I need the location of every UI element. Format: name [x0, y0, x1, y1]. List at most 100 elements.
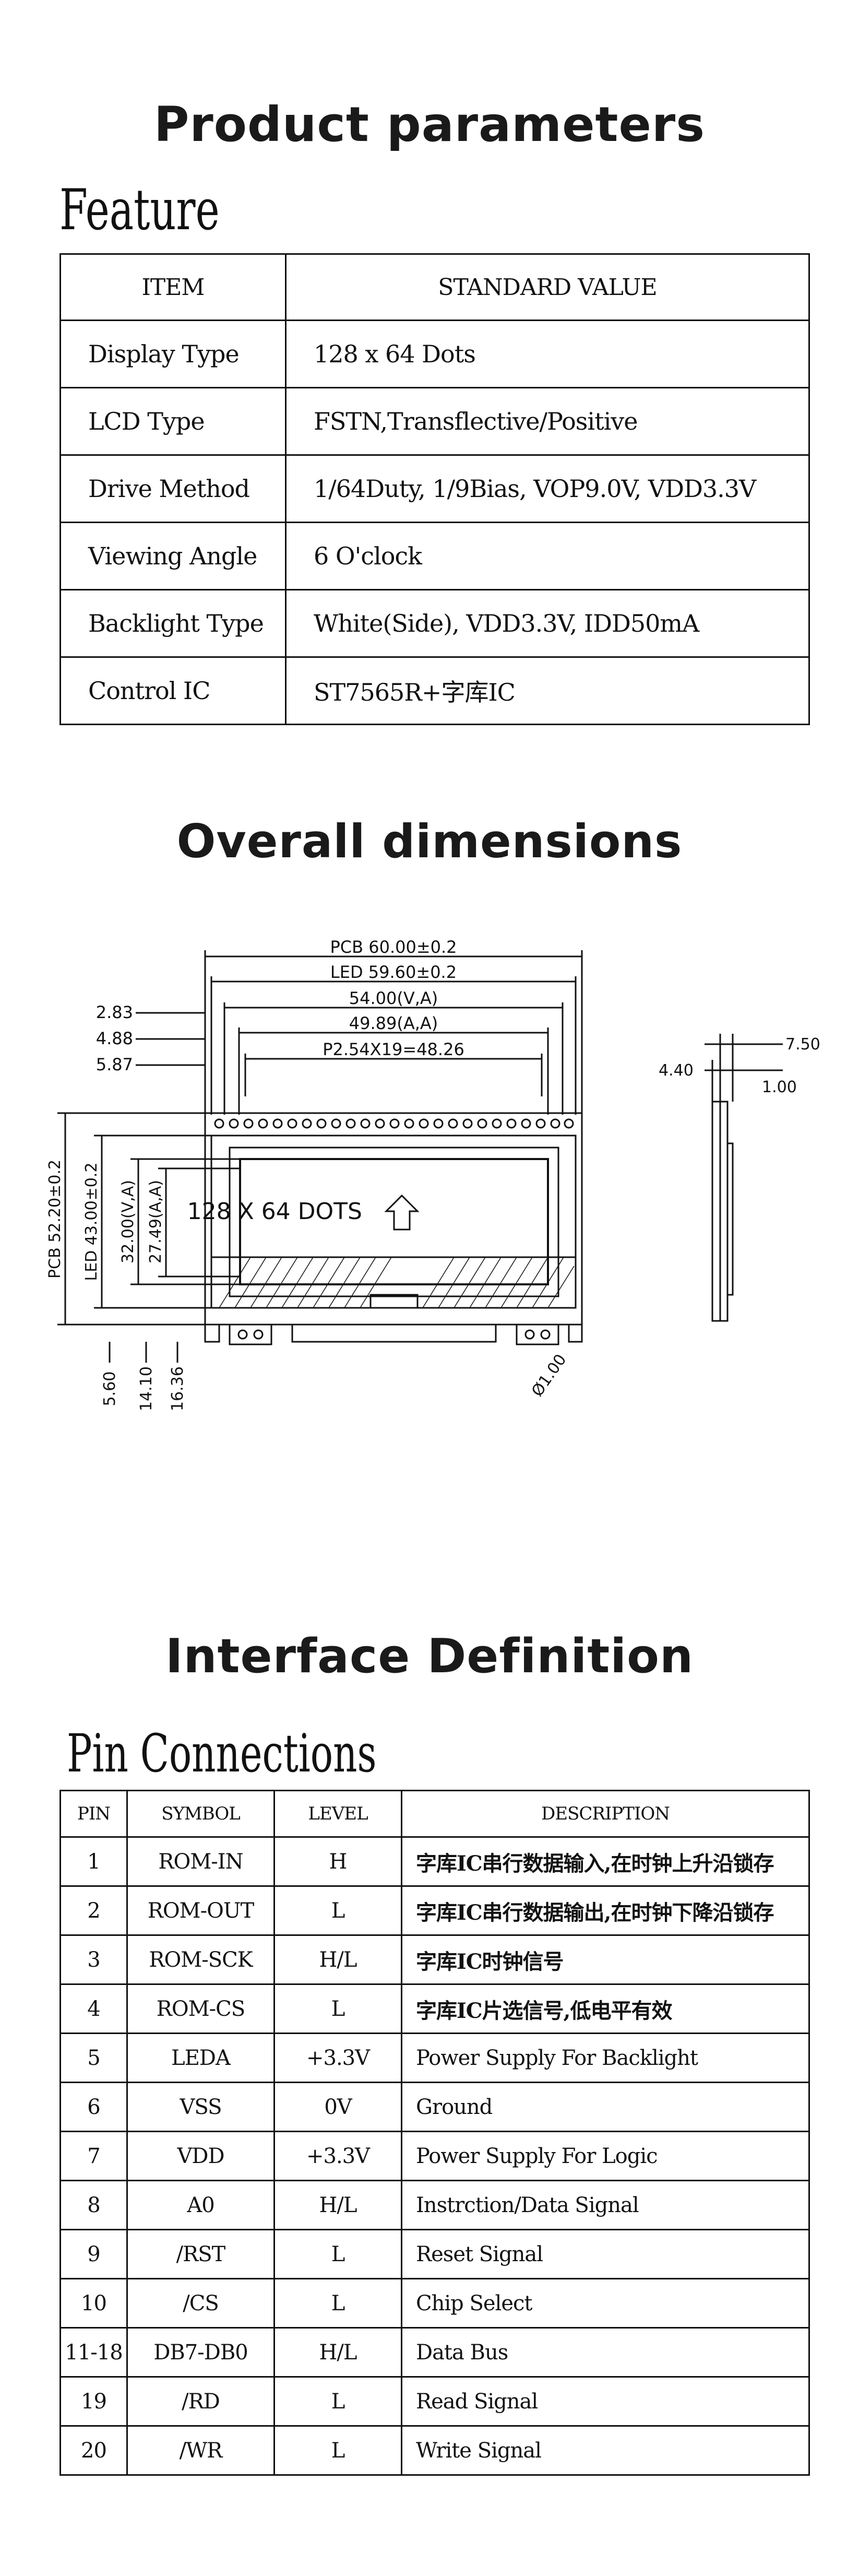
overall-dimensions-title: Overall dimensions	[176, 814, 683, 868]
pcb-width-label: PCB 60.00±0.2	[330, 937, 457, 957]
pin-row: 9 /RST L Reset Signal	[59, 2229, 810, 2279]
pin-description: Instrction/Data Signal	[401, 2180, 810, 2230]
pin-connections-title: Pin Connections	[67, 1723, 377, 1784]
pin-row: 5 LEDA +3.3V Power Supply For Backlight	[59, 2033, 810, 2083]
pin-description: Read Signal	[401, 2376, 810, 2427]
pin-row: 11-18 DB7-DB0 H/L Data Bus	[59, 2327, 810, 2378]
pin-row: 10 /CS L Chip Select	[59, 2278, 810, 2329]
feature-table: ITEM STANDARD VALUE Display Type 128 x 6…	[59, 253, 810, 725]
dim-1636-label: 16.36	[169, 1366, 187, 1411]
pin-description: 字库IC串行数据输入,在时钟上升沿锁存	[401, 1836, 810, 1887]
feature-row: Viewing Angle 6 O'clock	[59, 522, 810, 590]
pin-level: L	[273, 1983, 402, 2034]
pin-header-symbol: SYMBOL	[126, 1790, 275, 1838]
pin-number: 20	[59, 2425, 128, 2476]
interface-definition-title: Interface Definition	[165, 1629, 694, 1684]
feature-row: Control IC ST7565R+字库IC	[59, 656, 810, 725]
feature-value: 6 O'clock	[285, 522, 810, 590]
va-height-label: 32.00(V,A)	[119, 1180, 137, 1263]
led-height-label: LED 43.00±0.2	[82, 1162, 101, 1281]
side-440-label: 4.40	[659, 1061, 694, 1080]
pin-level: H	[273, 1836, 402, 1887]
pin-row: 2 ROM-OUT L 字库IC串行数据输出,在时钟下降沿锁存	[59, 1885, 810, 1936]
side-100-label: 1.00	[762, 1078, 797, 1096]
pin-row: 4 ROM-CS L 字库IC片选信号,低电平有效	[59, 1983, 810, 2034]
pin-level: +3.3V	[273, 2131, 402, 2181]
pcb-height-label: PCB 52.20±0.2	[46, 1160, 64, 1279]
feature-item: Backlight Type	[59, 589, 287, 658]
pin-symbol: DB7-DB0	[126, 2327, 275, 2378]
pin-description: Ground	[401, 2082, 810, 2132]
pin-description: Chip Select	[401, 2278, 810, 2329]
feature-header-row: ITEM STANDARD VALUE	[59, 253, 810, 321]
pin-row: 19 /RD L Read Signal	[59, 2376, 810, 2427]
pin-header-pin: PIN	[59, 1790, 128, 1838]
pin-row: 1 ROM-IN H 字库IC串行数据输入,在时钟上升沿锁存	[59, 1836, 810, 1887]
pin-symbol: ROM-CS	[126, 1983, 275, 2034]
pin-description: Data Bus	[401, 2327, 810, 2378]
feature-item: Display Type	[59, 320, 287, 388]
pin-level: H/L	[273, 1934, 402, 1985]
pin-number: 5	[59, 2033, 128, 2083]
aa-width-label: 49.89(A,A)	[349, 1013, 438, 1033]
dimension-drawing: PCB 60.00±0.2 LED 59.60±0.2 54.00(V,A) 4…	[46, 937, 820, 1411]
pin-description: Power Supply For Backlight	[401, 2033, 810, 2083]
feature-row: LCD Type FSTN,Transflective/Positive	[59, 387, 810, 456]
pin-row: 7 VDD +3.3V Power Supply For Logic	[59, 2131, 810, 2181]
feature-title: Feature	[59, 178, 220, 243]
pin-symbol: /CS	[126, 2278, 275, 2329]
pin-level: L	[273, 2376, 402, 2427]
pin-symbol: VSS	[126, 2082, 275, 2132]
dim-1410-label: 14.10	[137, 1366, 156, 1411]
pin-level: L	[273, 2278, 402, 2329]
pin-description: Write Signal	[401, 2425, 810, 2476]
pin-number: 1	[59, 1836, 128, 1887]
pin-number: 7	[59, 2131, 128, 2181]
pin-number: 9	[59, 2229, 128, 2279]
pin-level: L	[273, 1885, 402, 1936]
pin-number: 4	[59, 1983, 128, 2034]
pin-row: 6 VSS 0V Ground	[59, 2082, 810, 2132]
pin-symbol: VDD	[126, 2131, 275, 2181]
screen-text: 128 X 64 DOTS	[187, 1198, 362, 1225]
aa-height-label: 27.49(A,A)	[147, 1180, 165, 1263]
pin-header-level: LEVEL	[273, 1790, 402, 1838]
pin-symbol: ROM-OUT	[126, 1885, 275, 1936]
pin-level: +3.3V	[273, 2033, 402, 2083]
dim-587-label: 5.87	[96, 1055, 133, 1074]
va-width-label: 54.00(V,A)	[349, 988, 438, 1008]
pin-symbol: /WR	[126, 2425, 275, 2476]
feature-row: Display Type 128 x 64 Dots	[59, 320, 810, 388]
pin-number: 10	[59, 2278, 128, 2329]
pin-description: 字库IC时钟信号	[401, 1934, 810, 1985]
feature-value: 1/64Duty, 1/9Bias, VOP9.0V, VDD3.3V	[285, 454, 810, 523]
pin-symbol: /RD	[126, 2376, 275, 2427]
pin-header-description: DESCRIPTION	[401, 1790, 810, 1838]
pin-table: PIN SYMBOL LEVEL DESCRIPTION 1 ROM-IN H …	[59, 1790, 810, 2476]
pin-level: H/L	[273, 2327, 402, 2378]
pin-number: 19	[59, 2376, 128, 2427]
pin-level: L	[273, 2229, 402, 2279]
feature-row: Drive Method 1/64Duty, 1/9Bias, VOP9.0V,…	[59, 454, 810, 523]
hole-label: Ø1.00	[528, 1351, 570, 1400]
pitch-label: P2.54X19=48.26	[323, 1039, 464, 1059]
feature-header-item: ITEM	[59, 253, 287, 321]
pin-number: 8	[59, 2180, 128, 2230]
pin-symbol: LEDA	[126, 2033, 275, 2083]
pin-number: 2	[59, 1885, 128, 1936]
feature-value: 128 x 64 Dots	[285, 320, 810, 388]
pin-header-row: PIN SYMBOL LEVEL DESCRIPTION	[59, 1790, 810, 1838]
pin-number: 6	[59, 2082, 128, 2132]
feature-value: ST7565R+字库IC	[285, 656, 810, 725]
pin-symbol: ROM-IN	[126, 1836, 275, 1887]
feature-value: FSTN,Transflective/Positive	[285, 387, 810, 456]
feature-row: Backlight Type White(Side), VDD3.3V, IDD…	[59, 589, 810, 658]
feature-value: White(Side), VDD3.3V, IDD50mA	[285, 589, 810, 658]
pin-description: 字库IC串行数据输出,在时钟下降沿锁存	[401, 1885, 810, 1936]
dim-283-label: 2.83	[96, 1002, 133, 1022]
pin-number: 3	[59, 1934, 128, 1985]
pin-number: 11-18	[59, 2327, 128, 2378]
pin-symbol: /RST	[126, 2229, 275, 2279]
pin-row: 20 /WR L Write Signal	[59, 2425, 810, 2476]
feature-item: Viewing Angle	[59, 522, 287, 590]
